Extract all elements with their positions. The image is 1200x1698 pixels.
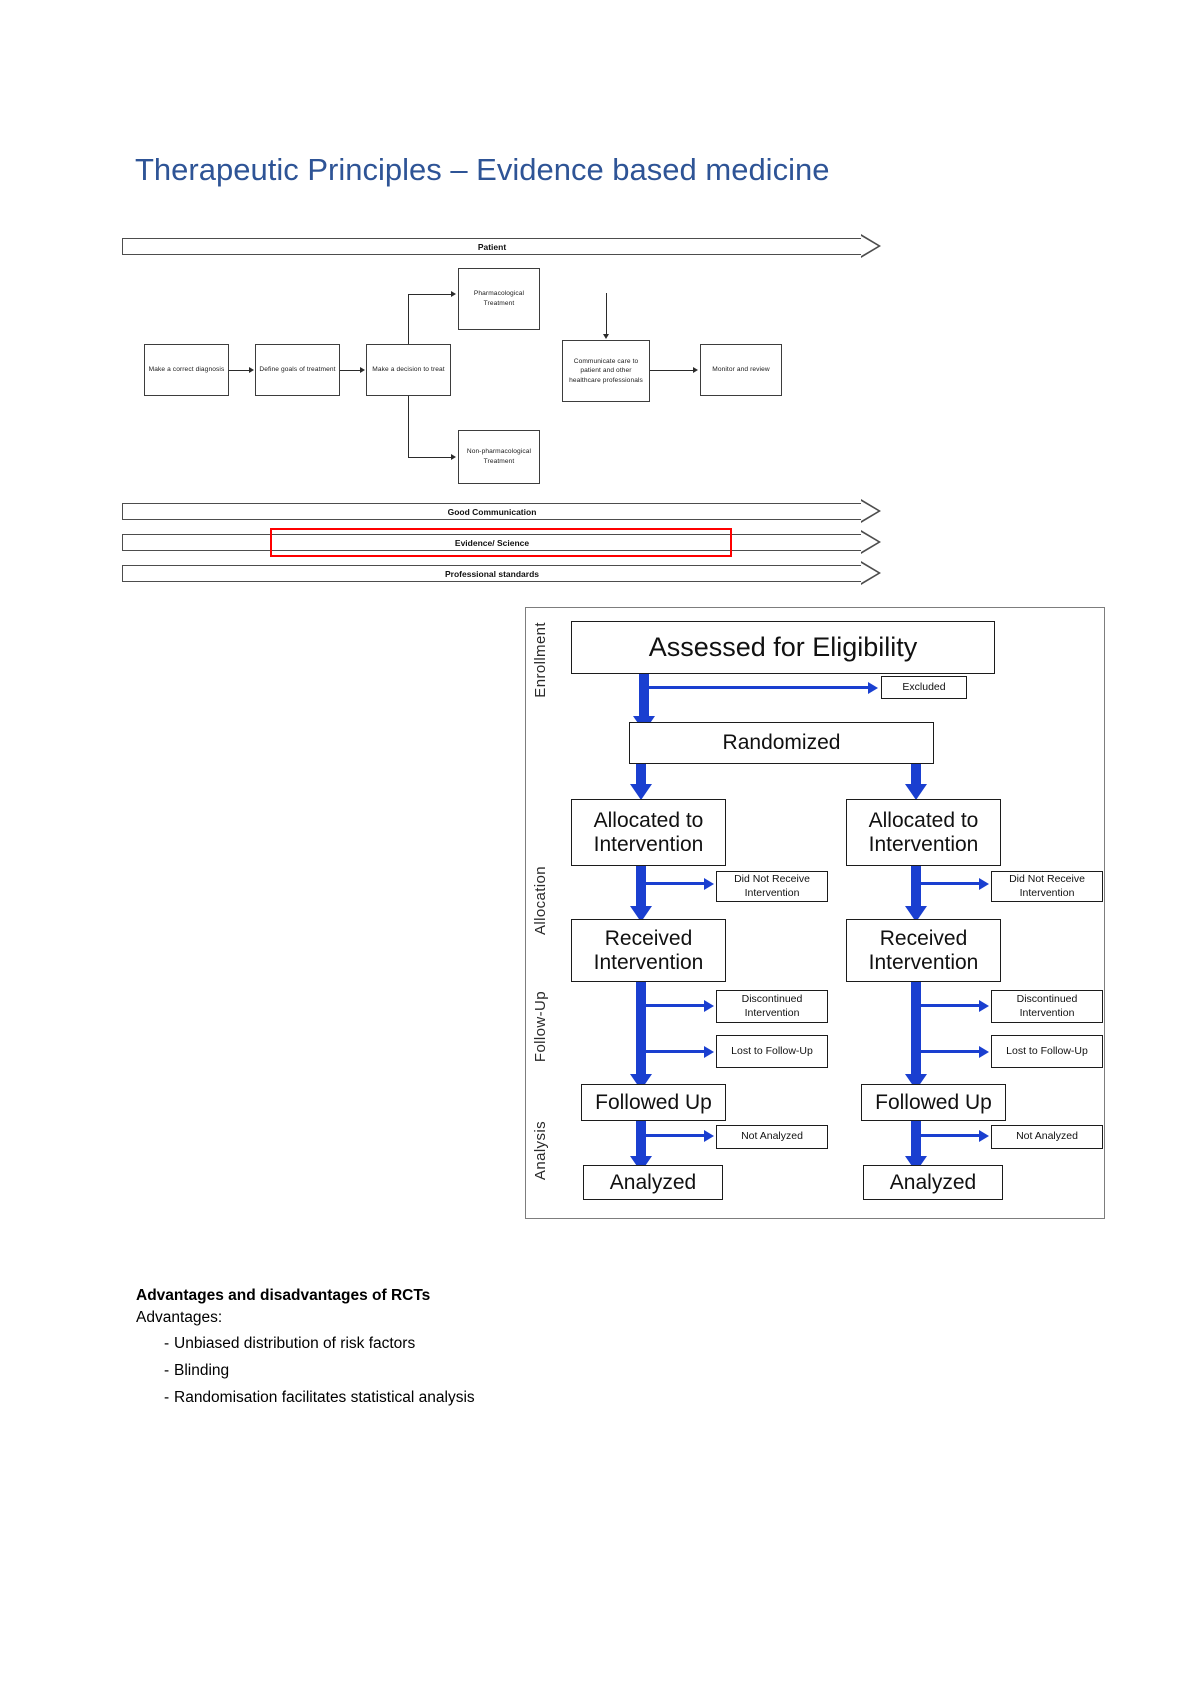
connector-treatment-to-communicate	[606, 293, 607, 335]
node-discontinued-intervention-right: Discontinued Intervention	[991, 990, 1103, 1023]
phase-label-allocation: Allocation	[532, 866, 549, 936]
node-lost-to-follow-up-right: Lost to Follow-Up	[991, 1035, 1103, 1068]
connector-communicate-to-monitor	[650, 370, 694, 371]
node-lost-to-follow-up-left: Lost to Follow-Up	[716, 1035, 828, 1068]
arrowhead-to-pharmacological	[451, 291, 456, 297]
arrowhead-discontinued-right	[979, 1000, 989, 1012]
rct-notes-section: Advantages and disadvantages of RCTs Adv…	[136, 1285, 836, 1411]
box-define-goals-of-treatment-label: Define goals of treatment	[259, 366, 336, 374]
arrowhead-lost-to-follow-up-right	[979, 1046, 989, 1058]
arrowhead-diagnosis-to-goals	[249, 367, 254, 373]
box-pharmacological-treatment-label: Pharmacological Treatment	[473, 290, 525, 307]
box-make-correct-diagnosis: Make a correct diagnosis	[144, 344, 229, 396]
box-communicate-care: Communicate care to patient and other he…	[562, 340, 650, 402]
arrow-not-analyzed-right	[917, 1134, 981, 1137]
arrow-received-to-followed-right	[911, 982, 921, 1080]
node-allocated-to-intervention-left: Allocated to Intervention	[571, 799, 726, 866]
bullet-marker: -	[164, 1362, 170, 1380]
arrowhead-not-analyzed-left	[704, 1130, 714, 1142]
rct-advantages-list: - Unbiased distribution of risk factors …	[136, 1330, 836, 1411]
box-non-pharmacological-treatment: Non-pharmacological Treatment	[458, 430, 540, 484]
arrow-received-to-followed-left	[636, 982, 646, 1080]
arrowhead-did-not-receive-right	[979, 878, 989, 890]
therapeutic-process-diagram: Patient Pharmacological Treatment Non-ph…	[122, 234, 882, 586]
box-define-goals-of-treatment: Define goals of treatment	[255, 344, 340, 396]
node-analyzed-left: Analyzed	[583, 1165, 723, 1200]
arrow-lost-to-follow-up-left	[642, 1050, 706, 1053]
arrow-followed-to-analyzed-right	[911, 1121, 921, 1161]
arrowhead-allocated-to-received-right	[905, 906, 927, 922]
box-communicate-care-label: Communicate care to patient and other he…	[569, 357, 643, 384]
connector-decision-to-nonpharm-vertical	[408, 396, 409, 457]
connector-goals-to-decision	[340, 370, 361, 371]
arrowhead-allocated-to-received-left	[630, 906, 652, 922]
page-title: Therapeutic Principles – Evidence based …	[135, 152, 830, 187]
list-item: - Randomisation facilitates statistical …	[136, 1384, 836, 1411]
arrow-did-not-receive-left	[642, 882, 706, 885]
arrow-assessed-to-randomized-trunk	[639, 674, 649, 722]
box-make-decision-to-treat: Make a decision to treat	[366, 344, 451, 396]
box-monitor-and-review-label: Monitor and review	[712, 366, 770, 374]
arrowhead-to-non-pharmacological	[451, 454, 456, 460]
node-not-analyzed-right: Not Analyzed	[991, 1125, 1103, 1149]
phase-label-analysis: Analysis	[532, 1121, 549, 1181]
node-excluded: Excluded	[881, 676, 967, 699]
node-assessed-for-eligibility: Assessed for Eligibility	[571, 621, 995, 674]
arrowhead-did-not-receive-left	[704, 878, 714, 890]
list-item: - Unbiased distribution of risk factors	[136, 1330, 836, 1357]
node-randomized: Randomized	[629, 722, 934, 764]
node-followed-up-left: Followed Up	[581, 1084, 726, 1121]
arrowhead-goals-to-decision	[360, 367, 365, 373]
arrow-followed-to-analyzed-left	[636, 1121, 646, 1161]
arrow-discontinued-left	[642, 1004, 706, 1007]
rct-notes-subheading: Advantages:	[136, 1309, 223, 1327]
arrowhead-randomized-left	[630, 784, 652, 800]
rct-advantage-text: Unbiased distribution of risk factors	[174, 1334, 416, 1352]
arrow-randomized-to-right-allocation	[911, 764, 921, 791]
node-did-not-receive-intervention-left: Did Not Receive Intervention	[716, 871, 828, 902]
node-discontinued-intervention-left: Discontinued Intervention	[716, 990, 828, 1023]
phase-label-enrollment: Enrollment	[532, 622, 549, 698]
node-not-analyzed-left: Not Analyzed	[716, 1125, 828, 1149]
arrow-not-analyzed-left	[642, 1134, 706, 1137]
node-analyzed-right: Analyzed	[863, 1165, 1003, 1200]
arrowhead-assessed-to-excluded	[868, 682, 878, 694]
arrowhead-discontinued-left	[704, 1000, 714, 1012]
connector-decision-to-nonpharm-horizontal	[408, 457, 452, 458]
arrow-allocated-to-received-right	[911, 866, 921, 913]
node-did-not-receive-intervention-right: Did Not Receive Intervention	[991, 871, 1103, 902]
box-make-decision-to-treat-label: Make a decision to treat	[372, 366, 445, 374]
node-allocated-to-intervention-right: Allocated to Intervention	[846, 799, 1001, 866]
bullet-marker: -	[164, 1389, 170, 1407]
arrowhead-lost-to-follow-up-left	[704, 1046, 714, 1058]
arrow-allocated-to-received-left	[636, 866, 646, 913]
rct-advantage-text: Randomisation facilitates statistical an…	[174, 1389, 475, 1407]
bullet-marker: -	[164, 1334, 170, 1352]
phase-label-follow-up: Follow-Up	[532, 991, 549, 1063]
connector-decision-to-pharmacological-horizontal	[408, 294, 452, 295]
arrow-did-not-receive-right	[917, 882, 981, 885]
node-followed-up-right: Followed Up	[861, 1084, 1006, 1121]
connector-diagnosis-to-goals	[229, 370, 250, 371]
connector-decision-to-pharmacological-vertical	[408, 294, 409, 344]
arrow-discontinued-right	[917, 1004, 981, 1007]
rct-advantage-text: Blinding	[174, 1362, 230, 1380]
consort-flow-diagram: Enrollment Allocation Follow-Up Analysis…	[525, 607, 1105, 1219]
arrowhead-treatment-to-communicate	[603, 334, 609, 339]
list-item: - Blinding	[136, 1357, 836, 1384]
arrow-assessed-to-excluded	[644, 686, 870, 689]
box-pharmacological-treatment: Pharmacological Treatment	[458, 268, 540, 330]
rct-notes-heading: Advantages and disadvantages of RCTs	[136, 1287, 431, 1304]
box-make-correct-diagnosis-label: Make a correct diagnosis	[148, 366, 225, 374]
arrowhead-randomized-right	[905, 784, 927, 800]
arrowhead-not-analyzed-right	[979, 1130, 989, 1142]
node-received-intervention-right: Received Intervention	[846, 919, 1001, 982]
box-non-pharmacological-treatment-label: Non-pharmacological Treatment	[466, 448, 532, 465]
node-received-intervention-left: Received Intervention	[571, 919, 726, 982]
arrowhead-communicate-to-monitor	[693, 367, 698, 373]
box-monitor-and-review: Monitor and review	[700, 344, 782, 396]
arrow-lost-to-follow-up-right	[917, 1050, 981, 1053]
arrow-randomized-to-left-allocation	[636, 764, 646, 791]
